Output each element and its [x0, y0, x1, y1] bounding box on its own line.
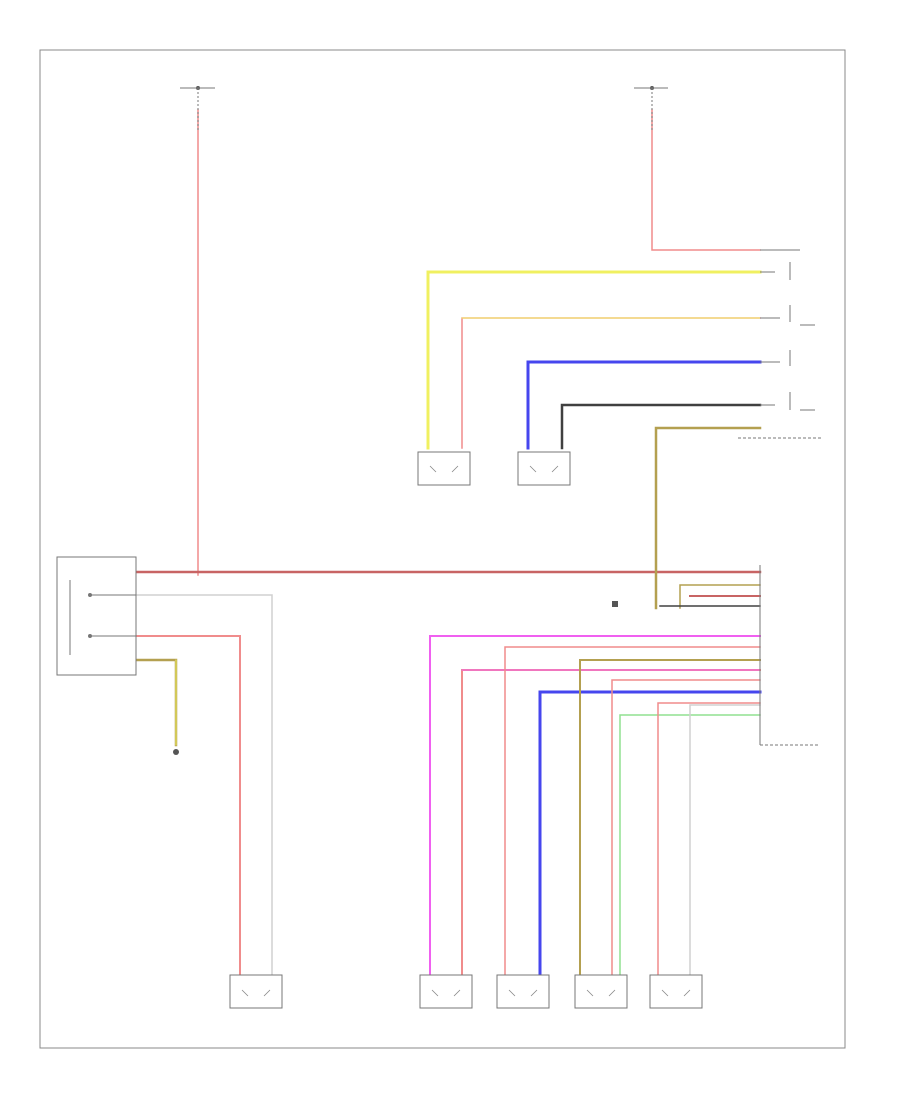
- ground-terminal: [173, 749, 179, 755]
- wire-blue-low: [538, 690, 762, 987]
- wire-green: [619, 714, 761, 986]
- wire-olive-low: [579, 659, 761, 986]
- wires: [134, 109, 762, 987]
- wire-red-5: [657, 702, 761, 986]
- wire-yellow: [426, 270, 762, 450]
- wire-olive-top: [654, 426, 762, 610]
- wire-magenta: [429, 635, 761, 986]
- motor-7-box: [649, 974, 703, 1009]
- motor-3-box: [229, 974, 283, 1009]
- terminals: [173, 86, 654, 755]
- wire-white-low: [689, 704, 761, 986]
- wire-blue-top: [526, 360, 762, 450]
- motor-symbols: [241, 465, 691, 997]
- steering-switch-box: [56, 556, 137, 676]
- wire-conn-a: [679, 584, 761, 609]
- wire-dark-top: [560, 403, 762, 450]
- fuse-lines: [180, 87, 668, 130]
- wire-top-right-feed: [651, 109, 761, 251]
- motor-4-box: [419, 974, 473, 1009]
- lumbar-switch-symbols: [738, 249, 822, 439]
- wire-red-2: [461, 669, 761, 986]
- motor-6-box: [574, 974, 628, 1009]
- motor-5-box: [496, 974, 550, 1009]
- motor-2-box: [517, 451, 571, 486]
- wire-olive-steer: [134, 658, 178, 747]
- motor-1-box: [417, 451, 471, 486]
- diode: [612, 601, 618, 607]
- diagram-frame: [39, 49, 846, 1049]
- wire-red-4: [611, 679, 761, 986]
- wire-red-steer: [135, 635, 241, 986]
- wire-red-3: [504, 646, 761, 986]
- components: [56, 249, 822, 1009]
- wire-white-steer: [135, 594, 273, 986]
